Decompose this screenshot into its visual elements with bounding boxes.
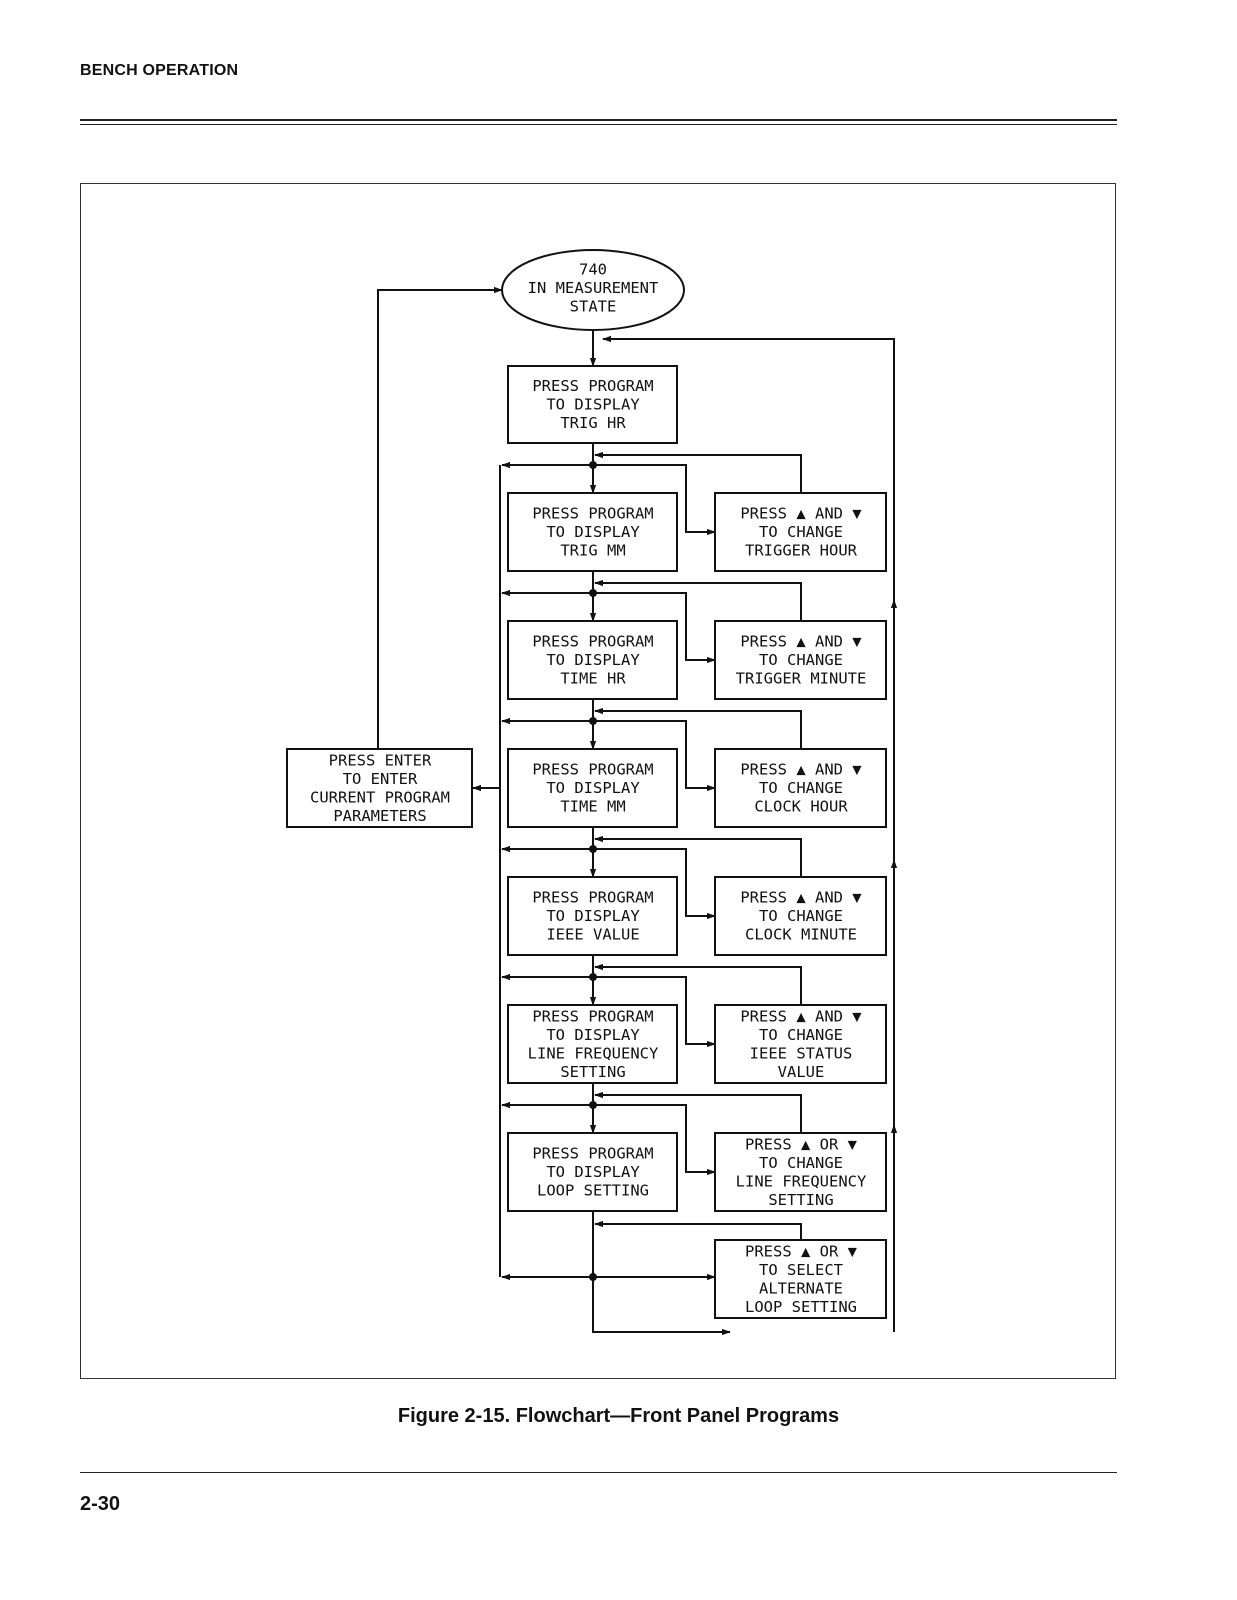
action-node-line: TO CHANGE xyxy=(759,523,843,541)
arrow-to-action xyxy=(593,976,716,1048)
action-node-line: PRESS ▲ AND ▼ xyxy=(740,633,862,651)
step-node-line: PRESS PROGRAM xyxy=(532,633,653,651)
action-box-1 xyxy=(714,620,887,700)
arrow-action-return xyxy=(594,963,802,1005)
action-node-line: PRESS ▲ AND ▼ xyxy=(740,1007,862,1025)
page-header: BENCH OPERATION xyxy=(80,62,239,79)
action-node-line: TO CHANGE xyxy=(759,651,843,669)
arrow-action-return xyxy=(594,451,802,493)
step-node-line: TIME MM xyxy=(560,798,625,816)
step-node-line: LINE FREQUENCY xyxy=(528,1044,659,1062)
arrow-action-return xyxy=(594,1091,802,1133)
step-node-line: PRESS PROGRAM xyxy=(532,889,653,907)
step-node-line: TRIG HR xyxy=(560,414,626,432)
flow-connectors xyxy=(377,286,898,1336)
action-node-line: TO CHANGE xyxy=(759,907,843,925)
arrow-select-return xyxy=(594,1220,802,1240)
enter-node-line: PARAMETERS xyxy=(333,807,426,825)
action-box-0 xyxy=(714,492,887,572)
arrow-action-return xyxy=(594,835,802,877)
action-node-line: PRESS ▲ OR ▼ xyxy=(745,1135,858,1153)
arrow-to-action xyxy=(593,592,716,664)
action-node-line: TRIGGER HOUR xyxy=(745,542,858,560)
action-node-line: TO SELECT xyxy=(759,1261,843,1279)
header-rule-bottom xyxy=(80,124,1117,125)
action-node-line: SETTING xyxy=(768,1191,833,1209)
action-node-line: PRESS ▲ OR ▼ xyxy=(745,1242,858,1260)
step-box-6 xyxy=(507,1132,678,1212)
action-node-line: LOOP SETTING xyxy=(745,1298,857,1316)
step-box-3 xyxy=(507,748,678,828)
step-node-line: SETTING xyxy=(560,1063,625,1081)
step-node-line: TO DISPLAY xyxy=(546,779,640,797)
arrow-enter-to-start xyxy=(377,286,503,749)
step-node-line: TO DISPLAY xyxy=(546,1163,640,1181)
action-box-5 xyxy=(714,1132,887,1212)
arrow-action-return xyxy=(594,579,802,621)
loop-step-down xyxy=(592,1211,730,1333)
action-node-line: CLOCK HOUR xyxy=(754,798,848,816)
action-node-line: TO CHANGE xyxy=(759,779,843,797)
action-box-2 xyxy=(714,748,887,828)
step-node-line: PRESS PROGRAM xyxy=(532,505,653,523)
action-node-line: PRESS ▲ AND ▼ xyxy=(740,505,862,523)
arrow-action-return xyxy=(594,707,802,749)
step-node-line: TO DISPLAY xyxy=(546,1026,640,1044)
step-box-5 xyxy=(507,1004,678,1084)
enter-node-line: TO ENTER xyxy=(343,770,418,788)
enter-node-line: CURRENT PROGRAM xyxy=(310,788,450,806)
start-ellipse xyxy=(501,249,685,331)
step-node-line: PRESS PROGRAM xyxy=(532,1007,653,1025)
arrow-to-action xyxy=(593,848,716,920)
action-node-line: PRESS ▲ AND ▼ xyxy=(740,761,862,779)
step-node-line: TIME HR xyxy=(560,670,626,688)
arrow-to-action xyxy=(593,1104,716,1176)
start-node-line: 740 xyxy=(579,261,607,279)
figure-frame xyxy=(80,183,1116,1379)
step-node-line: TO DISPLAY xyxy=(546,523,640,541)
step-node-line: TO DISPLAY xyxy=(546,907,640,925)
step-node-line: PRESS PROGRAM xyxy=(532,761,653,779)
page-number: 2-30 xyxy=(80,1493,121,1515)
action-box-3 xyxy=(714,876,887,956)
start-node-line: STATE xyxy=(570,298,617,316)
action-node-line: LINE FREQUENCY xyxy=(736,1172,867,1190)
action-node-line: TO CHANGE xyxy=(759,1154,843,1172)
step-box-0 xyxy=(507,365,678,444)
step-node-line: TO DISPLAY xyxy=(546,651,640,669)
action-node-line: CLOCK MINUTE xyxy=(745,926,857,944)
step-node-line: IEEE VALUE xyxy=(546,926,639,944)
step-node-line: TO DISPLAY xyxy=(546,396,640,414)
step-box-1 xyxy=(507,492,678,572)
step-node-line: LOOP SETTING xyxy=(537,1182,649,1200)
step-node-line: TRIG MM xyxy=(560,542,625,560)
step-node-line: PRESS PROGRAM xyxy=(532,377,653,395)
action-node-line: ALTERNATE xyxy=(759,1279,843,1297)
figure-caption: Figure 2-15. Flowchart—Front Panel Progr… xyxy=(397,1405,840,1427)
enter-node-line: PRESS ENTER xyxy=(329,751,432,769)
action-box-4 xyxy=(714,1004,887,1084)
footer-rule xyxy=(80,1472,1117,1473)
start-node-line: IN MEASUREMENT xyxy=(528,279,659,297)
arrow-to-action xyxy=(593,464,716,536)
step-node-line: PRESS PROGRAM xyxy=(532,1145,653,1163)
step-box-4 xyxy=(507,876,678,956)
header-rule-top xyxy=(80,119,1117,121)
action-node-line: TRIGGER MINUTE xyxy=(736,670,867,688)
return-rail-right xyxy=(602,335,895,1332)
arrow-to-action xyxy=(593,720,716,792)
enter-box xyxy=(286,748,473,828)
action-box-6 xyxy=(714,1239,887,1319)
action-node-line: PRESS ▲ AND ▼ xyxy=(740,889,862,907)
action-node-line: IEEE STATUS xyxy=(750,1044,853,1062)
action-node-line: TO CHANGE xyxy=(759,1026,843,1044)
step-box-2 xyxy=(507,620,678,700)
action-node-line: VALUE xyxy=(778,1063,825,1081)
